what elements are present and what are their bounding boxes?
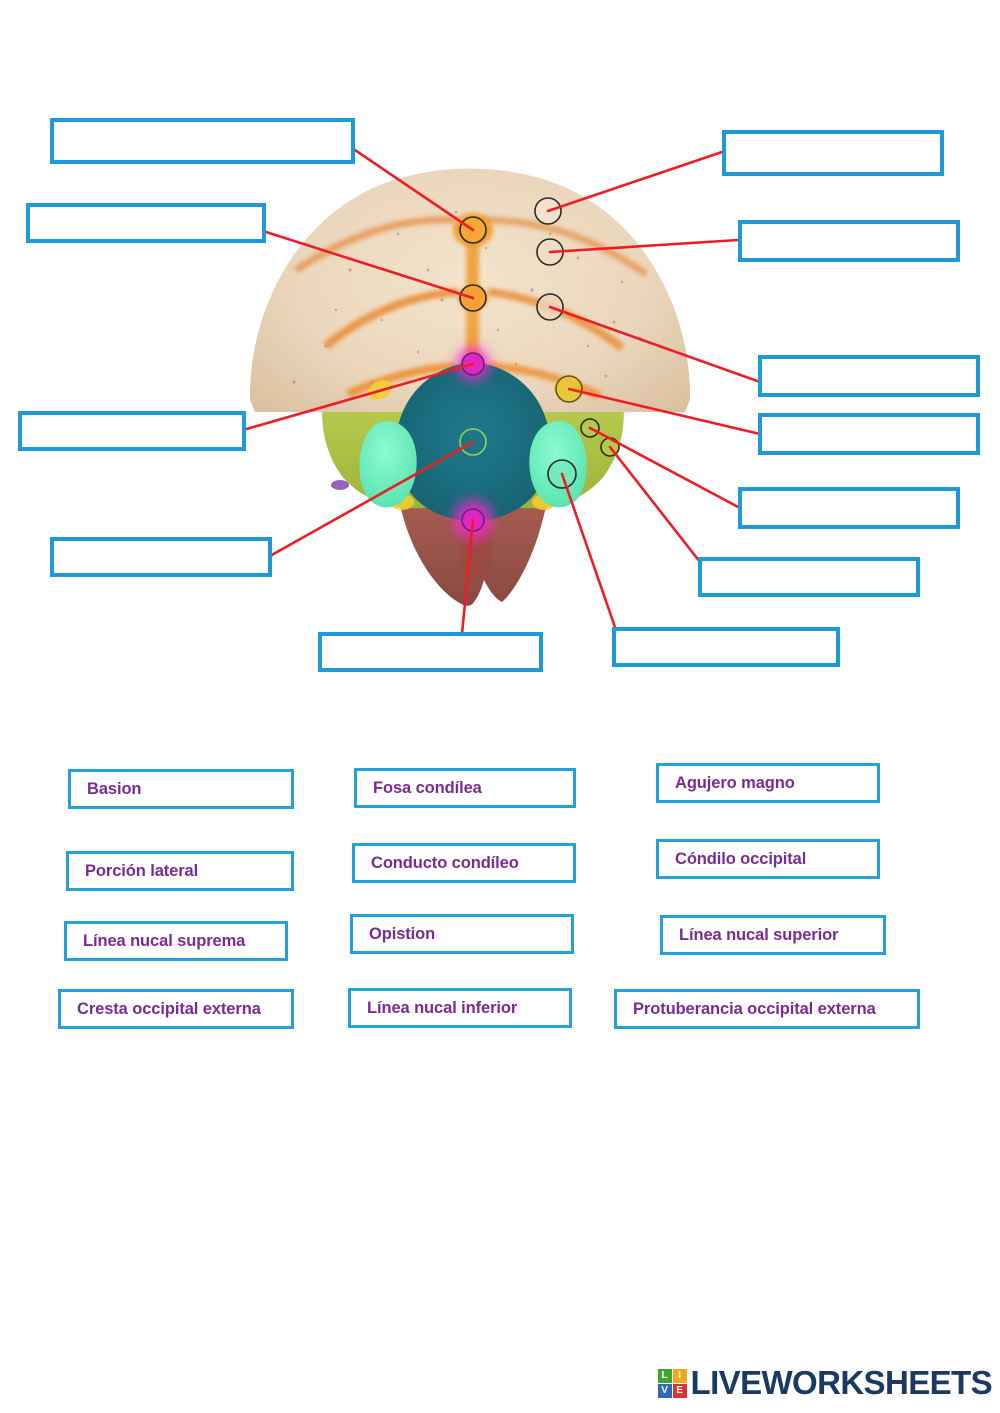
word-bank-item-linea-nucal-suprema[interactable]: Línea nucal suprema [64, 921, 288, 961]
word-bank-item-linea-nucal-inferior[interactable]: Línea nucal inferior [348, 988, 572, 1028]
hotspot-occipital-condyle [547, 459, 577, 489]
answer-box-8[interactable] [758, 413, 980, 455]
logo-tile-i: I [672, 1368, 687, 1383]
word-bank-label: Cresta occipital externa [77, 999, 261, 1018]
word-bank-label: Línea nucal suprema [83, 931, 246, 950]
word-bank-item-porcion-lateral[interactable]: Porción lateral [66, 851, 294, 891]
word-bank-label: Protuberancia occipital externa [633, 999, 876, 1018]
answer-box-2[interactable] [26, 203, 266, 243]
answer-box-11[interactable] [318, 632, 543, 672]
word-bank-item-opistion[interactable]: Opistion [350, 914, 574, 954]
word-bank-label: Conducto condíleo [371, 853, 519, 872]
word-bank-label: Porción lateral [85, 861, 199, 880]
answer-box-10[interactable] [698, 557, 920, 597]
hotspot-superior-line [536, 238, 564, 266]
word-bank-label: Línea nucal inferior [367, 998, 518, 1017]
logo-tile-l: L [657, 1368, 672, 1383]
occipital-bone-figure [230, 150, 710, 615]
word-bank-label: Opistion [369, 924, 436, 943]
hotspot-inferior-line [536, 293, 564, 321]
logo-tile-e: E [672, 1383, 687, 1398]
hotspot-supreme-line [534, 197, 562, 225]
word-bank: Basion Porción lateral Línea nucal supre… [0, 755, 1000, 1045]
word-bank-label: Basion [87, 779, 142, 798]
hotspot-foramen-magnum [459, 428, 487, 456]
word-bank-label: Fosa condílea [373, 778, 482, 797]
hotspot-crest [459, 284, 487, 312]
liveworksheets-logo[interactable]: L I V E LIVEWORKSHEETS [657, 1361, 993, 1405]
word-bank-item-agujero-magno[interactable]: Agujero magno [656, 763, 880, 803]
logo-tile-v: V [657, 1383, 672, 1398]
hotspot-lateral-part [580, 418, 600, 438]
word-bank-item-linea-nucal-superior[interactable]: Línea nucal superior [660, 915, 886, 955]
hotspot-condylar-fossa [555, 375, 583, 403]
word-bank-item-cresta-occipital-externa[interactable]: Cresta occipital externa [58, 989, 294, 1029]
answer-box-9[interactable] [738, 487, 960, 529]
answer-box-5[interactable] [722, 130, 944, 176]
word-bank-item-condilo-occipital[interactable]: Cóndilo occipital [656, 839, 880, 879]
word-bank-item-conducto-condileo[interactable]: Conducto condíleo [352, 843, 576, 883]
word-bank-label: Línea nucal superior [679, 925, 839, 944]
answer-box-7[interactable] [758, 355, 980, 397]
word-bank-item-basion[interactable]: Basion [68, 769, 294, 809]
logo-wordmark: LIVEWORKSHEETS [690, 1364, 993, 1401]
word-bank-item-fosa-condilea[interactable]: Fosa condílea [354, 768, 576, 808]
answer-box-1[interactable] [50, 118, 355, 164]
hotspot-eop [459, 216, 487, 244]
answer-box-6[interactable] [738, 220, 960, 262]
word-bank-label: Cóndilo occipital [675, 849, 807, 868]
word-bank-item-protuberancia-occipital-externa[interactable]: Protuberancia occipital externa [614, 989, 920, 1029]
live-tiles-icon: L I V E [657, 1368, 687, 1398]
hotspot-condylar-canal [600, 437, 620, 457]
answer-box-12[interactable] [612, 627, 840, 667]
answer-box-3[interactable] [18, 411, 246, 451]
answer-box-4[interactable] [50, 537, 272, 577]
word-bank-label: Agujero magno [675, 773, 795, 792]
